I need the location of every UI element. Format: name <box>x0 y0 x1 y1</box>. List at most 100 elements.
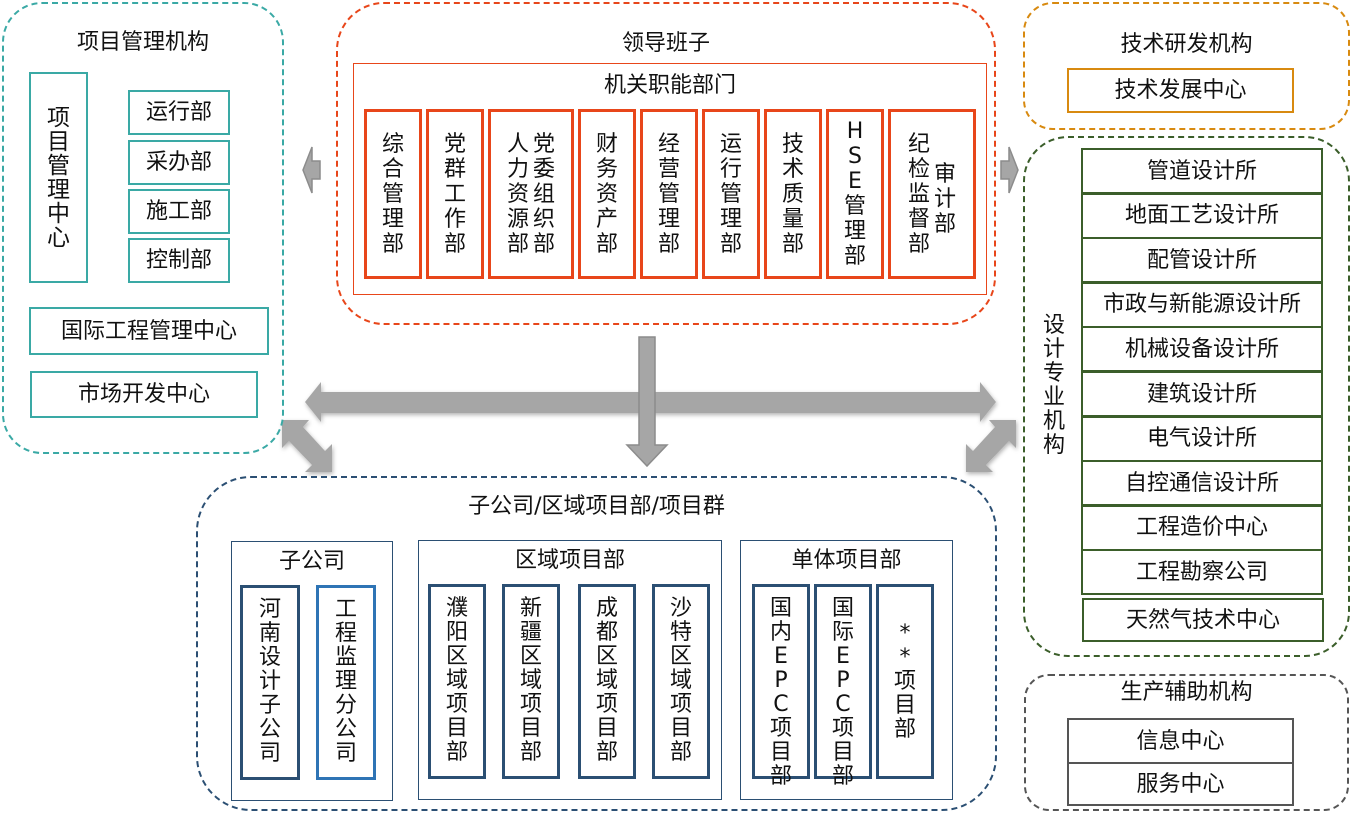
functional-department[interactable]: 技术质量部 <box>764 109 822 279</box>
char: 司 <box>334 741 357 766</box>
market-development-center[interactable]: 市场开发中心 <box>30 371 258 418</box>
diagonal-double-arrow-left <box>282 420 332 472</box>
char: 项 <box>769 716 792 741</box>
char: 区 <box>669 644 692 669</box>
design-institute[interactable]: 电气设计所 <box>1081 415 1323 462</box>
support-title: 生产辅助机构 <box>1120 680 1253 705</box>
char: 项 <box>893 668 916 694</box>
tech-rd-title: 技术研发机构 <box>1120 32 1253 57</box>
functional-department[interactable]: 审计部纪检监督部 <box>888 109 976 279</box>
functional-department[interactable]: 综合管理部 <box>364 109 422 279</box>
functional-departments-panel: 机关职能部门 综合管理部 党群工作部党委组织部人力资源部财务资产部经营管理部运行管… <box>353 63 987 295</box>
char: 理 <box>334 669 357 694</box>
design-institute[interactable]: 市政与新能源设计所 <box>1081 281 1323 328</box>
char: 设 <box>258 645 281 670</box>
regional-project-dept[interactable]: 新疆区域项目部 <box>502 584 560 779</box>
char: 部 <box>907 231 930 257</box>
char: 资 <box>595 181 618 207</box>
char: 工 <box>443 181 466 207</box>
char: 中 <box>47 200 70 227</box>
char: 委 <box>533 156 556 182</box>
single-project-panel-title: 单体项目部 <box>791 548 902 573</box>
functional-department[interactable]: 财务资产部 <box>578 109 636 279</box>
dept-construction[interactable]: 施工部 <box>128 189 230 234</box>
single-project-dept[interactable]: **项目部 <box>876 584 934 779</box>
char: E <box>848 169 862 194</box>
char: E <box>836 644 850 669</box>
char: 监 <box>334 645 357 670</box>
char: 技 <box>781 131 804 157</box>
char: 监 <box>907 181 930 207</box>
char: 部 <box>893 716 916 742</box>
regional-project-dept[interactable]: 濮阳区域项目部 <box>428 584 486 779</box>
char: C <box>773 692 789 717</box>
char: 濮 <box>445 596 468 621</box>
functional-departments-title: 机关职能部门 <box>603 73 736 98</box>
leadership-title: 领导班子 <box>621 31 710 56</box>
down-arrow <box>625 336 669 468</box>
char: 力 <box>506 156 529 182</box>
design-institute[interactable]: 工程勘察公司 <box>1081 549 1323 596</box>
char: 公 <box>334 717 357 742</box>
char: 行 <box>719 156 742 182</box>
char: 设 <box>1042 313 1065 338</box>
department-label: 党群工作部 <box>444 132 466 257</box>
tech-development-center[interactable]: 技术发展中心 <box>1067 68 1294 113</box>
char: 域 <box>669 668 692 693</box>
char: 检 <box>907 156 930 182</box>
design-institute[interactable]: 工程造价中心 <box>1081 504 1323 551</box>
char: 特 <box>669 620 692 645</box>
project-management-center[interactable]: 项目管理中心 <box>29 72 88 283</box>
information-center[interactable]: 信息中心 <box>1067 718 1294 764</box>
regional-project-dept[interactable]: 沙特区域项目部 <box>652 584 710 779</box>
char: H <box>846 119 864 144</box>
department-label: 技术质量部 <box>782 132 804 257</box>
design-institute[interactable]: 机械设备设计所 <box>1081 326 1323 373</box>
char: 督 <box>907 206 930 232</box>
design-institute[interactable]: 配管设计所 <box>1081 237 1323 284</box>
department-label: 综合管理部 <box>382 132 404 257</box>
regional-project-dept[interactable]: 成都区域项目部 <box>578 584 636 779</box>
char: 目 <box>769 740 792 765</box>
char: 产 <box>595 206 618 232</box>
char: 计 <box>258 669 281 694</box>
subsidiary-unit[interactable]: 河南设计子公司 <box>240 585 300 780</box>
dept-procurement[interactable]: 采办部 <box>128 140 230 185</box>
char: 目 <box>595 716 618 741</box>
char: 理 <box>47 176 70 203</box>
char: 人 <box>506 131 529 157</box>
functional-department[interactable]: 党委组织部人力资源部 <box>488 109 574 279</box>
char: P <box>836 668 850 693</box>
char: 都 <box>595 620 618 645</box>
functional-department[interactable]: 经营管理部 <box>640 109 698 279</box>
design-institute[interactable]: 建筑设计所 <box>1081 371 1323 417</box>
design-institute[interactable]: 管道设计所 <box>1081 148 1323 194</box>
char: 国 <box>769 596 792 621</box>
char: 部 <box>657 231 680 257</box>
subsidiary-unit-label: 河南设计子公司 <box>259 598 281 766</box>
functional-department[interactable]: 党群工作部 <box>426 109 484 279</box>
design-institute[interactable]: 自控通信设计所 <box>1081 460 1323 507</box>
char: 管 <box>657 181 680 207</box>
char: 业 <box>1042 385 1065 410</box>
char: 部 <box>843 244 866 269</box>
tech-rd-group: 技术研发机构 技术发展中心 <box>1023 2 1350 130</box>
char: 部 <box>719 231 742 257</box>
design-institute[interactable]: 地面工艺设计所 <box>1081 192 1323 239</box>
international-engineering-center[interactable]: 国际工程管理中心 <box>29 307 269 355</box>
char: 财 <box>595 131 618 157</box>
char: 术 <box>781 156 804 182</box>
functional-department[interactable]: 运行管理部 <box>702 109 760 279</box>
char: 党 <box>443 131 466 157</box>
design-institute[interactable]: 天然气技术中心 <box>1082 598 1324 642</box>
dept-control[interactable]: 控制部 <box>128 238 230 283</box>
dept-operations[interactable]: 运行部 <box>128 90 230 135</box>
char: 部 <box>443 231 466 257</box>
service-center[interactable]: 服务中心 <box>1067 762 1294 806</box>
char: 部 <box>381 231 404 257</box>
subsidiary-unit[interactable]: 工程监理分公司 <box>316 585 376 780</box>
